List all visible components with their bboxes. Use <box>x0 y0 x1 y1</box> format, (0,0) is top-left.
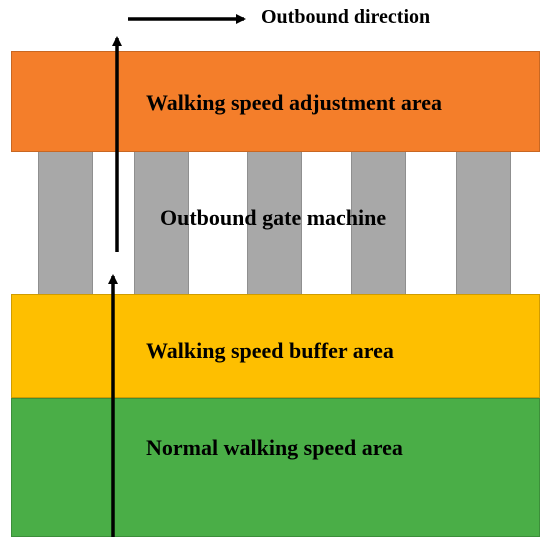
gate-machine-label: Outbound gate machine <box>160 205 387 230</box>
buffer-area-label: Walking speed buffer area <box>146 338 394 363</box>
gate-pillar <box>134 152 189 294</box>
adjustment-area-label: Walking speed adjustment area <box>146 90 443 115</box>
normal-area-label: Normal walking speed area <box>146 435 403 460</box>
walking-speed-buffer-area <box>11 294 540 398</box>
walking-speed-adjustment-area <box>11 51 540 152</box>
gate-pillar <box>247 152 302 294</box>
outbound-direction-label: Outbound direction <box>261 6 431 28</box>
normal-walking-speed-area <box>11 398 540 537</box>
gate-pillar <box>456 152 511 294</box>
gate-pillar <box>38 152 93 294</box>
gate-pillar <box>351 152 406 294</box>
